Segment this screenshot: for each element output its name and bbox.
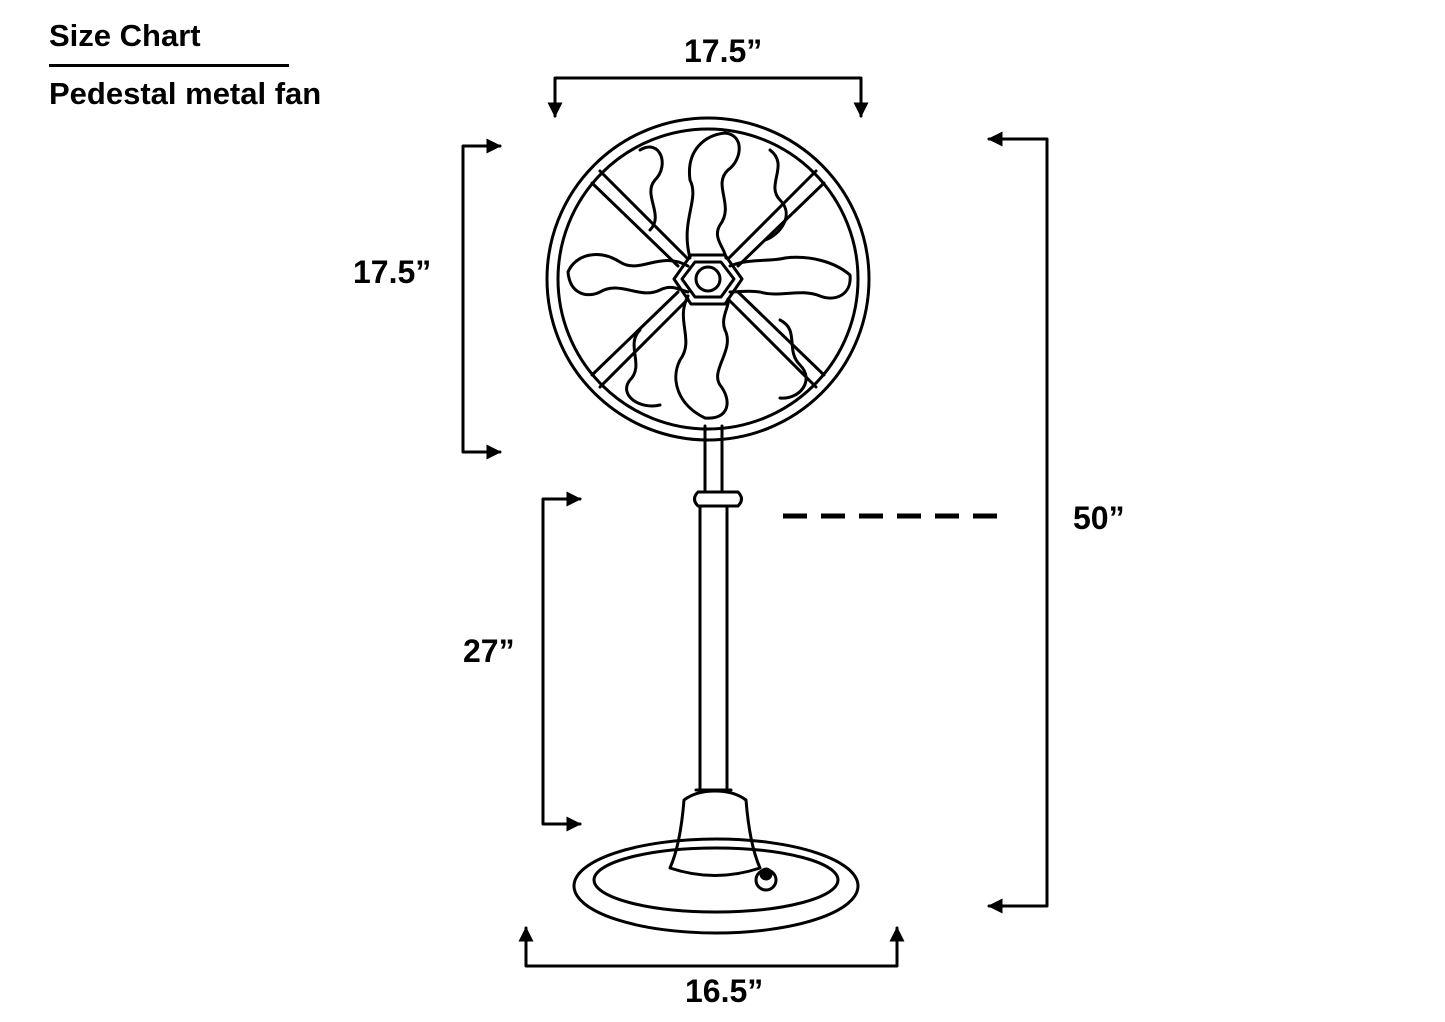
chart-title: Size Chart xyxy=(49,18,201,53)
head-height-bracket xyxy=(461,138,502,460)
product-name: Pedestal metal fan xyxy=(49,76,322,111)
fan-head xyxy=(545,116,871,442)
head-width-bracket xyxy=(547,76,869,118)
base-width-label: 16.5” xyxy=(685,973,764,1009)
base-width-bracket xyxy=(518,926,905,968)
pole-height-label: 27” xyxy=(463,633,515,669)
fan-stand xyxy=(572,424,860,935)
pole-height-bracket xyxy=(541,491,582,832)
total-height-bracket xyxy=(987,131,1049,914)
total-height-label: 50” xyxy=(1073,500,1125,536)
title-divider xyxy=(49,64,289,67)
head-height-label: 17.5” xyxy=(353,254,432,290)
head-width-label: 17.5” xyxy=(684,33,763,69)
